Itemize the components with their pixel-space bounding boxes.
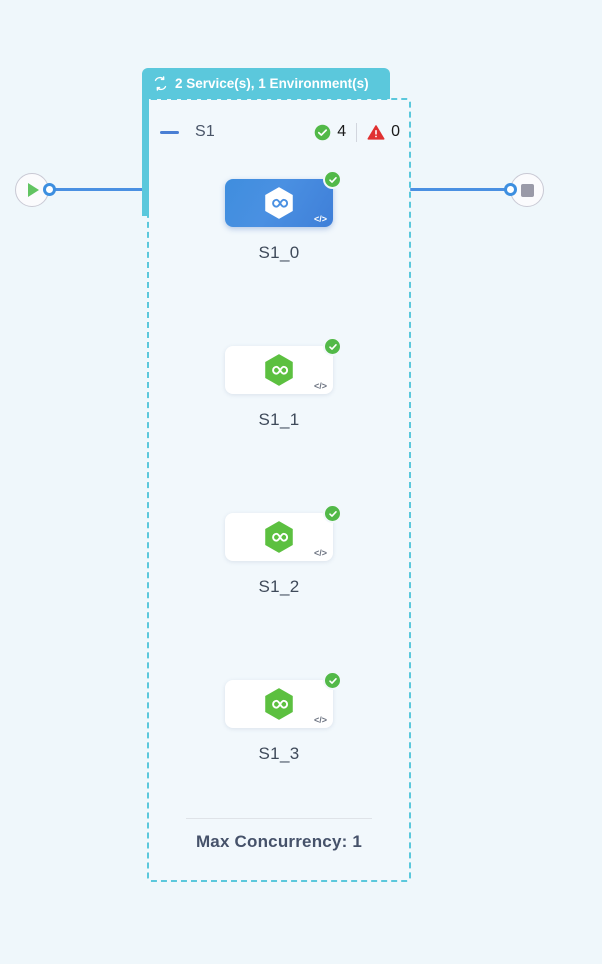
code-icon[interactable]: </> xyxy=(313,548,327,558)
end-anchor-handle[interactable] xyxy=(504,183,517,196)
check-circle-icon xyxy=(323,170,342,189)
status-badges: 4 0 xyxy=(314,122,400,142)
service-node-card[interactable]: </> xyxy=(225,671,342,728)
check-circle-icon xyxy=(314,124,331,140)
code-icon[interactable]: </> xyxy=(313,214,327,224)
play-icon xyxy=(28,183,39,197)
check-circle-icon xyxy=(323,671,342,690)
footer-divider xyxy=(186,818,372,819)
service-node-label: S1_3 xyxy=(258,744,300,763)
success-count: 4 xyxy=(337,123,347,140)
service-node-card[interactable]: </> xyxy=(225,170,342,227)
stop-square-icon xyxy=(520,183,534,197)
service-node-label: S1_0 xyxy=(258,243,300,262)
start-anchor-handle[interactable] xyxy=(43,183,56,196)
service-node[interactable]: </> S1_3 xyxy=(225,671,342,764)
hexagon-infinity-logo xyxy=(265,688,293,720)
service-node-label: S1_2 xyxy=(258,577,300,596)
service-node-label: S1_1 xyxy=(258,410,300,429)
hexagon-infinity-logo xyxy=(265,187,293,219)
service-node[interactable]: </> S1_1 xyxy=(225,337,342,430)
service-node[interactable]: </> S1_2 xyxy=(225,504,342,597)
status-badge-success: 4 xyxy=(314,123,346,141)
loop-refresh-icon xyxy=(153,76,168,91)
group-name-label: S1 xyxy=(195,123,215,140)
service-group-container[interactable] xyxy=(147,98,411,882)
service-node-card[interactable]: </> xyxy=(225,337,342,394)
collapse-dash-icon[interactable] xyxy=(160,130,179,134)
group-header-label: 2 Service(s), 1 Environment(s) xyxy=(175,76,369,91)
service-node[interactable]: </> S1_0 xyxy=(225,170,342,263)
group-title-row: S1 4 0 xyxy=(160,118,400,146)
group-header-stub xyxy=(142,99,149,216)
check-circle-icon xyxy=(323,504,342,523)
edge-group-to-end xyxy=(410,188,510,191)
warning-triangle-icon xyxy=(367,124,385,140)
edge-start-to-group xyxy=(47,188,145,191)
group-header-tab[interactable]: 2 Service(s), 1 Environment(s) xyxy=(142,68,390,99)
code-icon[interactable]: </> xyxy=(313,381,327,391)
service-node-card[interactable]: </> xyxy=(225,504,342,561)
status-divider xyxy=(356,122,358,142)
max-concurrency-label: Max Concurrency: 1 xyxy=(195,832,363,851)
code-icon[interactable]: </> xyxy=(313,715,327,725)
warning-count: 0 xyxy=(391,123,400,140)
hexagon-infinity-logo xyxy=(265,521,293,553)
hexagon-infinity-logo xyxy=(265,354,293,386)
status-badge-warning: 0 xyxy=(367,123,400,141)
check-circle-icon xyxy=(323,337,342,356)
